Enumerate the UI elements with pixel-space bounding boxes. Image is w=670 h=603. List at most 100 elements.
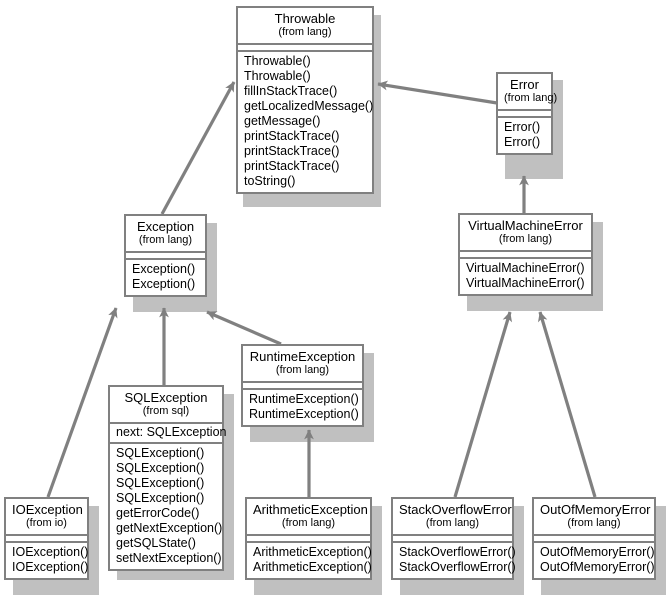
- class-header-exception: Exception (from lang): [126, 216, 205, 253]
- class-box-throwable[interactable]: Throwable (from lang) Throwable() Throwa…: [236, 6, 374, 194]
- operation: RuntimeException(): [249, 407, 359, 421]
- operation: ArithmeticException(): [253, 560, 372, 574]
- generalization-runtimeexception-to-exception: [206, 310, 282, 346]
- operation: RuntimeException(): [249, 392, 359, 406]
- operation: getNextException(): [116, 521, 223, 535]
- class-name-exception: Exception: [136, 219, 195, 234]
- class-header-virtualmachineerror: VirtualMachineError (from lang): [460, 215, 591, 252]
- generalization-ioexception-to-exception: [46, 307, 118, 498]
- class-box-exception[interactable]: Exception (from lang) Exception() Except…: [124, 214, 207, 297]
- class-operations-sqlexception: SQLException() SQLException() SQLExcepti…: [110, 444, 222, 569]
- operation: Error(): [504, 120, 541, 134]
- class-package-arithmeticexception: (from lang): [281, 517, 336, 529]
- class-operations-ioexception: IOException() IOException(): [6, 543, 89, 578]
- class-name-outofmemoryerror: OutOfMemoryError: [540, 502, 651, 517]
- class-operations-exception: Exception() Exception(): [126, 260, 205, 295]
- generalization-error-to-throwable: [377, 80, 498, 105]
- class-box-arithmeticexception[interactable]: ArithmeticException (from lang) Arithmet…: [245, 497, 372, 580]
- class-header-stackoverflowerror: StackOverflowError (from lang): [393, 499, 512, 536]
- class-package-virtualmachineerror: (from lang): [498, 233, 553, 245]
- operation: getMessage(): [244, 114, 321, 128]
- class-box-virtualmachineerror[interactable]: VirtualMachineError (from lang) VirtualM…: [458, 213, 593, 296]
- class-header-runtimeexception: RuntimeException (from lang): [243, 346, 362, 383]
- operation: getSQLState(): [116, 536, 196, 550]
- operation: IOException(): [12, 560, 89, 574]
- operation: StackOverflowError(): [399, 560, 516, 574]
- generalization-stackoverflowerror-to-virtualmachineerror: [453, 311, 513, 498]
- class-package-ioexception: (from io): [26, 517, 67, 529]
- class-operations-stackoverflowerror: StackOverflowError() StackOverflowError(…: [393, 543, 516, 578]
- class-box-ioexception[interactable]: IOException (from io) IOException() IOEx…: [4, 497, 89, 580]
- operation: SQLException(): [116, 491, 205, 505]
- operation: VirtualMachineError(): [466, 261, 585, 275]
- class-header-ioexception: IOException (from io): [6, 499, 87, 536]
- class-attributes-ioexception: [6, 536, 87, 543]
- class-package-stackoverflowerror: (from lang): [425, 517, 480, 529]
- class-header-error: Error (from lang): [498, 74, 558, 111]
- class-box-runtimeexception[interactable]: RuntimeException (from lang) RuntimeExce…: [241, 344, 364, 427]
- class-name-stackoverflowerror: StackOverflowError: [399, 502, 512, 517]
- attribute: next: SQLException: [116, 425, 227, 439]
- class-package-sqlexception: (from sql): [142, 405, 190, 417]
- class-package-error: (from lang): [504, 92, 558, 104]
- operation: Throwable(): [244, 54, 311, 68]
- operation: OutOfMemoryError(): [540, 560, 655, 574]
- class-header-throwable: Throwable (from lang): [238, 8, 372, 45]
- operation: fillInStackTrace(): [244, 84, 338, 98]
- class-attributes-arithmeticexception: [247, 536, 370, 543]
- operation: IOException(): [12, 545, 89, 559]
- operation: getErrorCode(): [116, 506, 200, 520]
- class-box-stackoverflowerror[interactable]: StackOverflowError (from lang) StackOver…: [391, 497, 516, 580]
- class-box-error[interactable]: Error (from lang) Error() Error(): [496, 72, 558, 155]
- operation: printStackTrace(): [244, 144, 340, 158]
- class-name-virtualmachineerror: VirtualMachineError: [468, 218, 583, 233]
- operation: printStackTrace(): [244, 129, 340, 143]
- class-name-sqlexception: SQLException: [124, 390, 208, 405]
- class-name-arithmeticexception: ArithmeticException: [253, 502, 368, 517]
- class-attributes-error: [498, 111, 551, 118]
- operation: SQLException(): [116, 461, 205, 475]
- class-name-runtimeexception: RuntimeException: [249, 349, 356, 364]
- operation: SQLException(): [116, 476, 205, 490]
- class-package-throwable: (from lang): [278, 26, 332, 38]
- class-attributes-exception: [126, 253, 205, 260]
- class-attributes-virtualmachineerror: [460, 252, 591, 259]
- operation: SQLException(): [116, 446, 205, 460]
- generalization-outofmemoryerror-to-virtualmachineerror: [537, 311, 597, 498]
- class-header-outofmemoryerror: OutOfMemoryError (from lang): [534, 499, 654, 536]
- operation: printStackTrace(): [244, 159, 340, 173]
- class-package-runtimeexception: (from lang): [275, 364, 330, 376]
- class-attributes-throwable: [238, 45, 372, 52]
- class-name-error: Error: [510, 77, 539, 92]
- class-box-outofmemoryerror[interactable]: OutOfMemoryError (from lang) OutOfMemory…: [532, 497, 656, 580]
- operation: toString(): [244, 174, 296, 188]
- class-attributes-stackoverflowerror: [393, 536, 512, 543]
- operation: setNextException(): [116, 551, 222, 565]
- class-box-sqlexception[interactable]: SQLException (from sql) next: SQLExcepti…: [108, 385, 227, 571]
- class-attributes-sqlexception: next: SQLException: [110, 424, 227, 444]
- class-package-exception: (from lang): [138, 234, 193, 246]
- class-attributes-runtimeexception: [243, 383, 362, 390]
- operation: Throwable(): [244, 69, 311, 83]
- class-operations-runtimeexception: RuntimeException() RuntimeException(): [243, 390, 362, 425]
- class-operations-arithmeticexception: ArithmeticException() ArithmeticExceptio…: [247, 543, 372, 578]
- operation: OutOfMemoryError(): [540, 545, 655, 559]
- class-header-arithmeticexception: ArithmeticException (from lang): [247, 499, 370, 536]
- operation: StackOverflowError(): [399, 545, 516, 559]
- class-operations-outofmemoryerror: OutOfMemoryError() OutOfMemoryError(): [534, 543, 655, 578]
- operation: Exception(): [132, 262, 196, 276]
- operation: ArithmeticException(): [253, 545, 372, 559]
- class-name-ioexception: IOException: [12, 502, 83, 517]
- class-operations-error: Error() Error(): [498, 118, 551, 153]
- operation: VirtualMachineError(): [466, 276, 585, 290]
- operation: Error(): [504, 135, 541, 149]
- generalization-exception-to-throwable: [160, 81, 236, 215]
- class-operations-virtualmachineerror: VirtualMachineError() VirtualMachineErro…: [460, 259, 591, 294]
- class-operations-throwable: Throwable() Throwable() fillInStackTrace…: [238, 52, 374, 192]
- class-attributes-outofmemoryerror: [534, 536, 654, 543]
- class-header-sqlexception: SQLException (from sql): [110, 387, 222, 424]
- class-package-outofmemoryerror: (from lang): [567, 517, 621, 529]
- operation: Exception(): [132, 277, 196, 291]
- operation: getLocalizedMessage(): [244, 99, 374, 113]
